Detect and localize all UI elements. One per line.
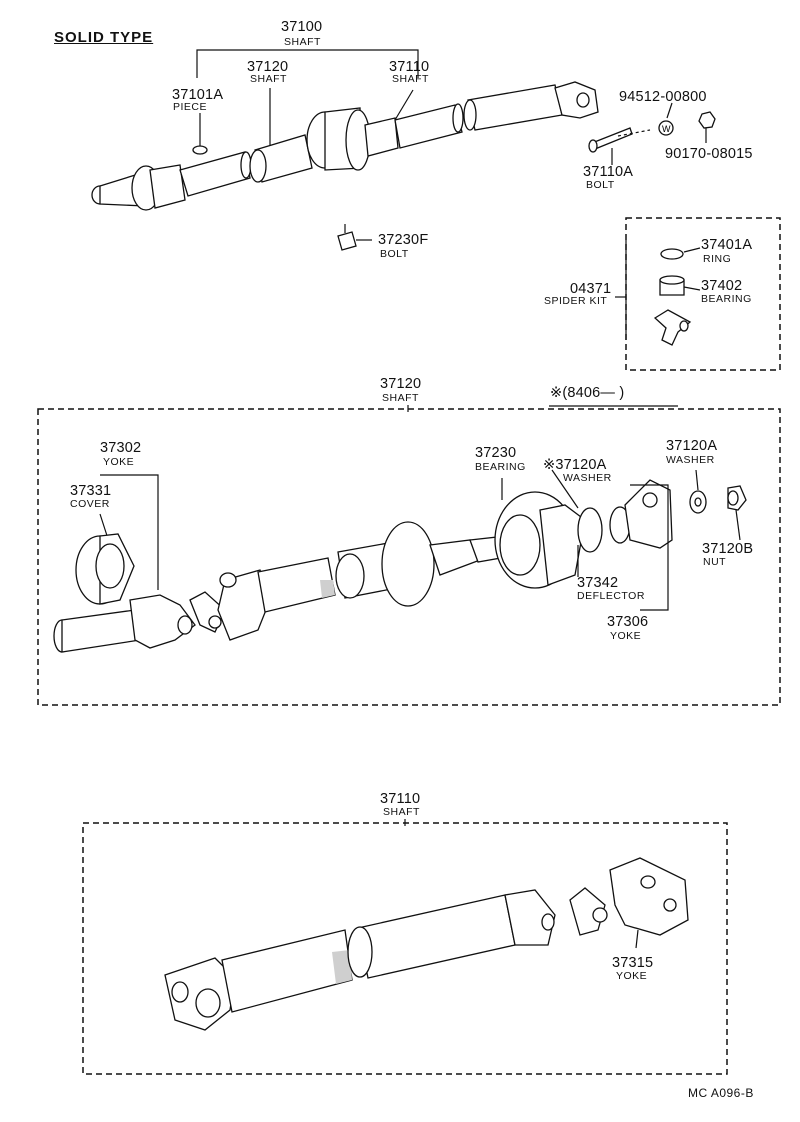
part-37315-name: YOKE: [616, 970, 648, 982]
part-37120B-number: 37120B: [702, 541, 754, 557]
part-37120A-star-name: WASHER: [563, 472, 612, 484]
middle-shaft-parts: [53, 469, 747, 653]
part-37230F-number: 37230F: [378, 232, 429, 248]
part-37120A-number: 37120A: [666, 438, 718, 454]
part-37120-number: 37120: [247, 59, 289, 75]
figure-code: MC A096-B: [688, 1086, 754, 1100]
top-propeller-shaft-assembly: W: [91, 49, 716, 251]
part-90170-number: 90170-08015: [665, 146, 753, 162]
part-37402-number: 37402: [701, 278, 743, 294]
part-04371-number: 04371: [570, 281, 612, 297]
part-37230-number: 37230: [475, 445, 517, 461]
part-37306-number: 37306: [607, 614, 649, 630]
part-37101A-name: PIECE: [173, 101, 208, 113]
part-37110-bottom-name: SHAFT: [383, 806, 420, 818]
part-37120-name: SHAFT: [250, 73, 287, 85]
part-37120-mid-number: 37120: [380, 376, 422, 392]
part-37342-name: DEFLECTOR: [577, 590, 645, 602]
part-37402-name: BEARING: [701, 293, 752, 305]
part-37110-number: 37110: [389, 59, 430, 75]
part-94512-number: 94512-00800: [619, 89, 707, 105]
part-37302-name: YOKE: [103, 456, 135, 468]
middle-shaft-frame: [37, 408, 781, 706]
part-37401A-name: RING: [703, 253, 732, 265]
part-37120A-star-number: ※37120A: [543, 457, 607, 473]
part-37302-number: 37302: [100, 440, 142, 456]
diagram-title: SOLID TYPE: [54, 29, 154, 46]
svg-text:W: W: [662, 124, 671, 134]
part-37120-mid-name: SHAFT: [382, 392, 419, 404]
part-37100-number: 37100: [281, 19, 323, 35]
part-37315-number: 37315: [612, 955, 654, 971]
part-37230-name: BEARING: [475, 461, 526, 473]
part-37331-name: COVER: [70, 498, 110, 510]
part-37110A-name: BOLT: [586, 179, 615, 191]
part-37100-name: SHAFT: [284, 36, 321, 48]
part-37342-number: 37342: [577, 575, 619, 591]
part-37306-name: YOKE: [610, 630, 642, 642]
part-37230F-name: BOLT: [380, 248, 409, 260]
part-37110-bottom-number: 37110: [380, 791, 421, 807]
part-37401A-number: 37401A: [701, 237, 753, 253]
spider-kit-parts: [615, 240, 701, 346]
part-04371-name: SPIDER KIT: [544, 295, 608, 307]
applicability-note: ※(8406— ): [550, 385, 625, 401]
part-37101A-number: 37101A: [172, 87, 224, 103]
bottom-shaft-parts: [164, 857, 689, 1031]
part-37110A-number: 37110A: [583, 164, 634, 180]
part-37331-number: 37331: [70, 483, 112, 499]
part-37120B-name: NUT: [703, 556, 727, 568]
part-37110-name: SHAFT: [392, 73, 429, 85]
part-37120A-name: WASHER: [666, 454, 715, 466]
